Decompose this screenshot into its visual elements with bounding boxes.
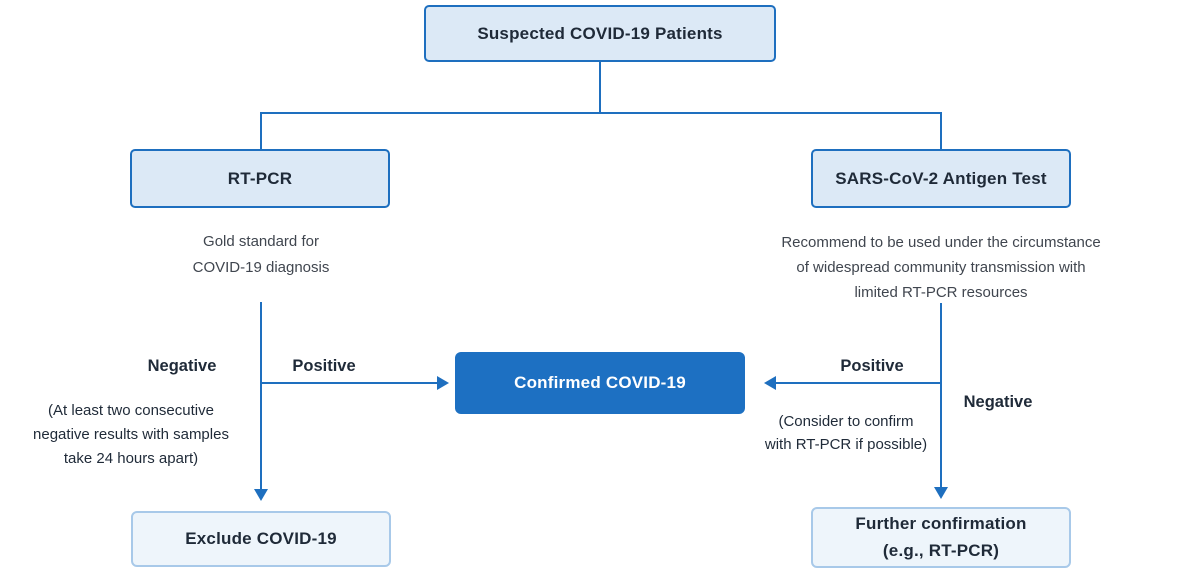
arrow-down-left-icon (254, 489, 268, 501)
node-antigen-test-label: SARS-CoV-2 Antigen Test (835, 168, 1047, 188)
node-further-confirmation-line1: Further confirmation (855, 514, 1027, 533)
note-right-positive: (Consider to confirm with RT-PCR if poss… (764, 413, 928, 453)
arrow-left-icon (764, 376, 776, 390)
edge-right-negative-line (940, 303, 942, 488)
label-left-negative: Negative (147, 357, 217, 375)
node-further-confirmation-line2: (e.g., RT-PCR) (882, 541, 1000, 560)
node-further-confirmation: Further confirmation (e.g., RT-PCR) (811, 507, 1071, 568)
node-confirmed-label: Confirmed COVID-19 (514, 373, 686, 392)
label-right-negative: Negative (963, 393, 1033, 411)
connector-left-drop (260, 112, 262, 150)
note-rtpcr-description: Gold standard for COVID-19 diagnosis (192, 233, 330, 276)
node-rtpcr: RT-PCR (130, 149, 390, 208)
node-exclude-label: Exclude COVID-19 (185, 529, 337, 548)
edge-right-positive-line (776, 382, 941, 384)
edge-left-positive-line (261, 382, 438, 384)
node-exclude: Exclude COVID-19 (131, 511, 391, 567)
edge-left-negative-line (260, 302, 262, 490)
node-suspected-patients: Suspected COVID-19 Patients (424, 5, 776, 62)
label-right-positive: Positive (840, 357, 904, 375)
arrow-down-right-icon (934, 487, 948, 499)
node-rtpcr-label: RT-PCR (227, 168, 293, 188)
connector-branch-bar (260, 112, 942, 114)
node-suspected-patients-label: Suspected COVID-19 Patients (477, 23, 723, 43)
node-confirmed: Confirmed COVID-19 (455, 352, 745, 414)
connector-right-drop (940, 112, 942, 150)
note-left-negative: (At least two consecutive negative resul… (33, 402, 229, 467)
note-antigen-description: Recommend to be used under the circumsta… (781, 234, 1101, 301)
arrow-right-icon (437, 376, 449, 390)
label-left-positive: Positive (292, 357, 356, 375)
connector-top-stem (599, 62, 601, 113)
node-antigen-test: SARS-CoV-2 Antigen Test (811, 149, 1071, 208)
